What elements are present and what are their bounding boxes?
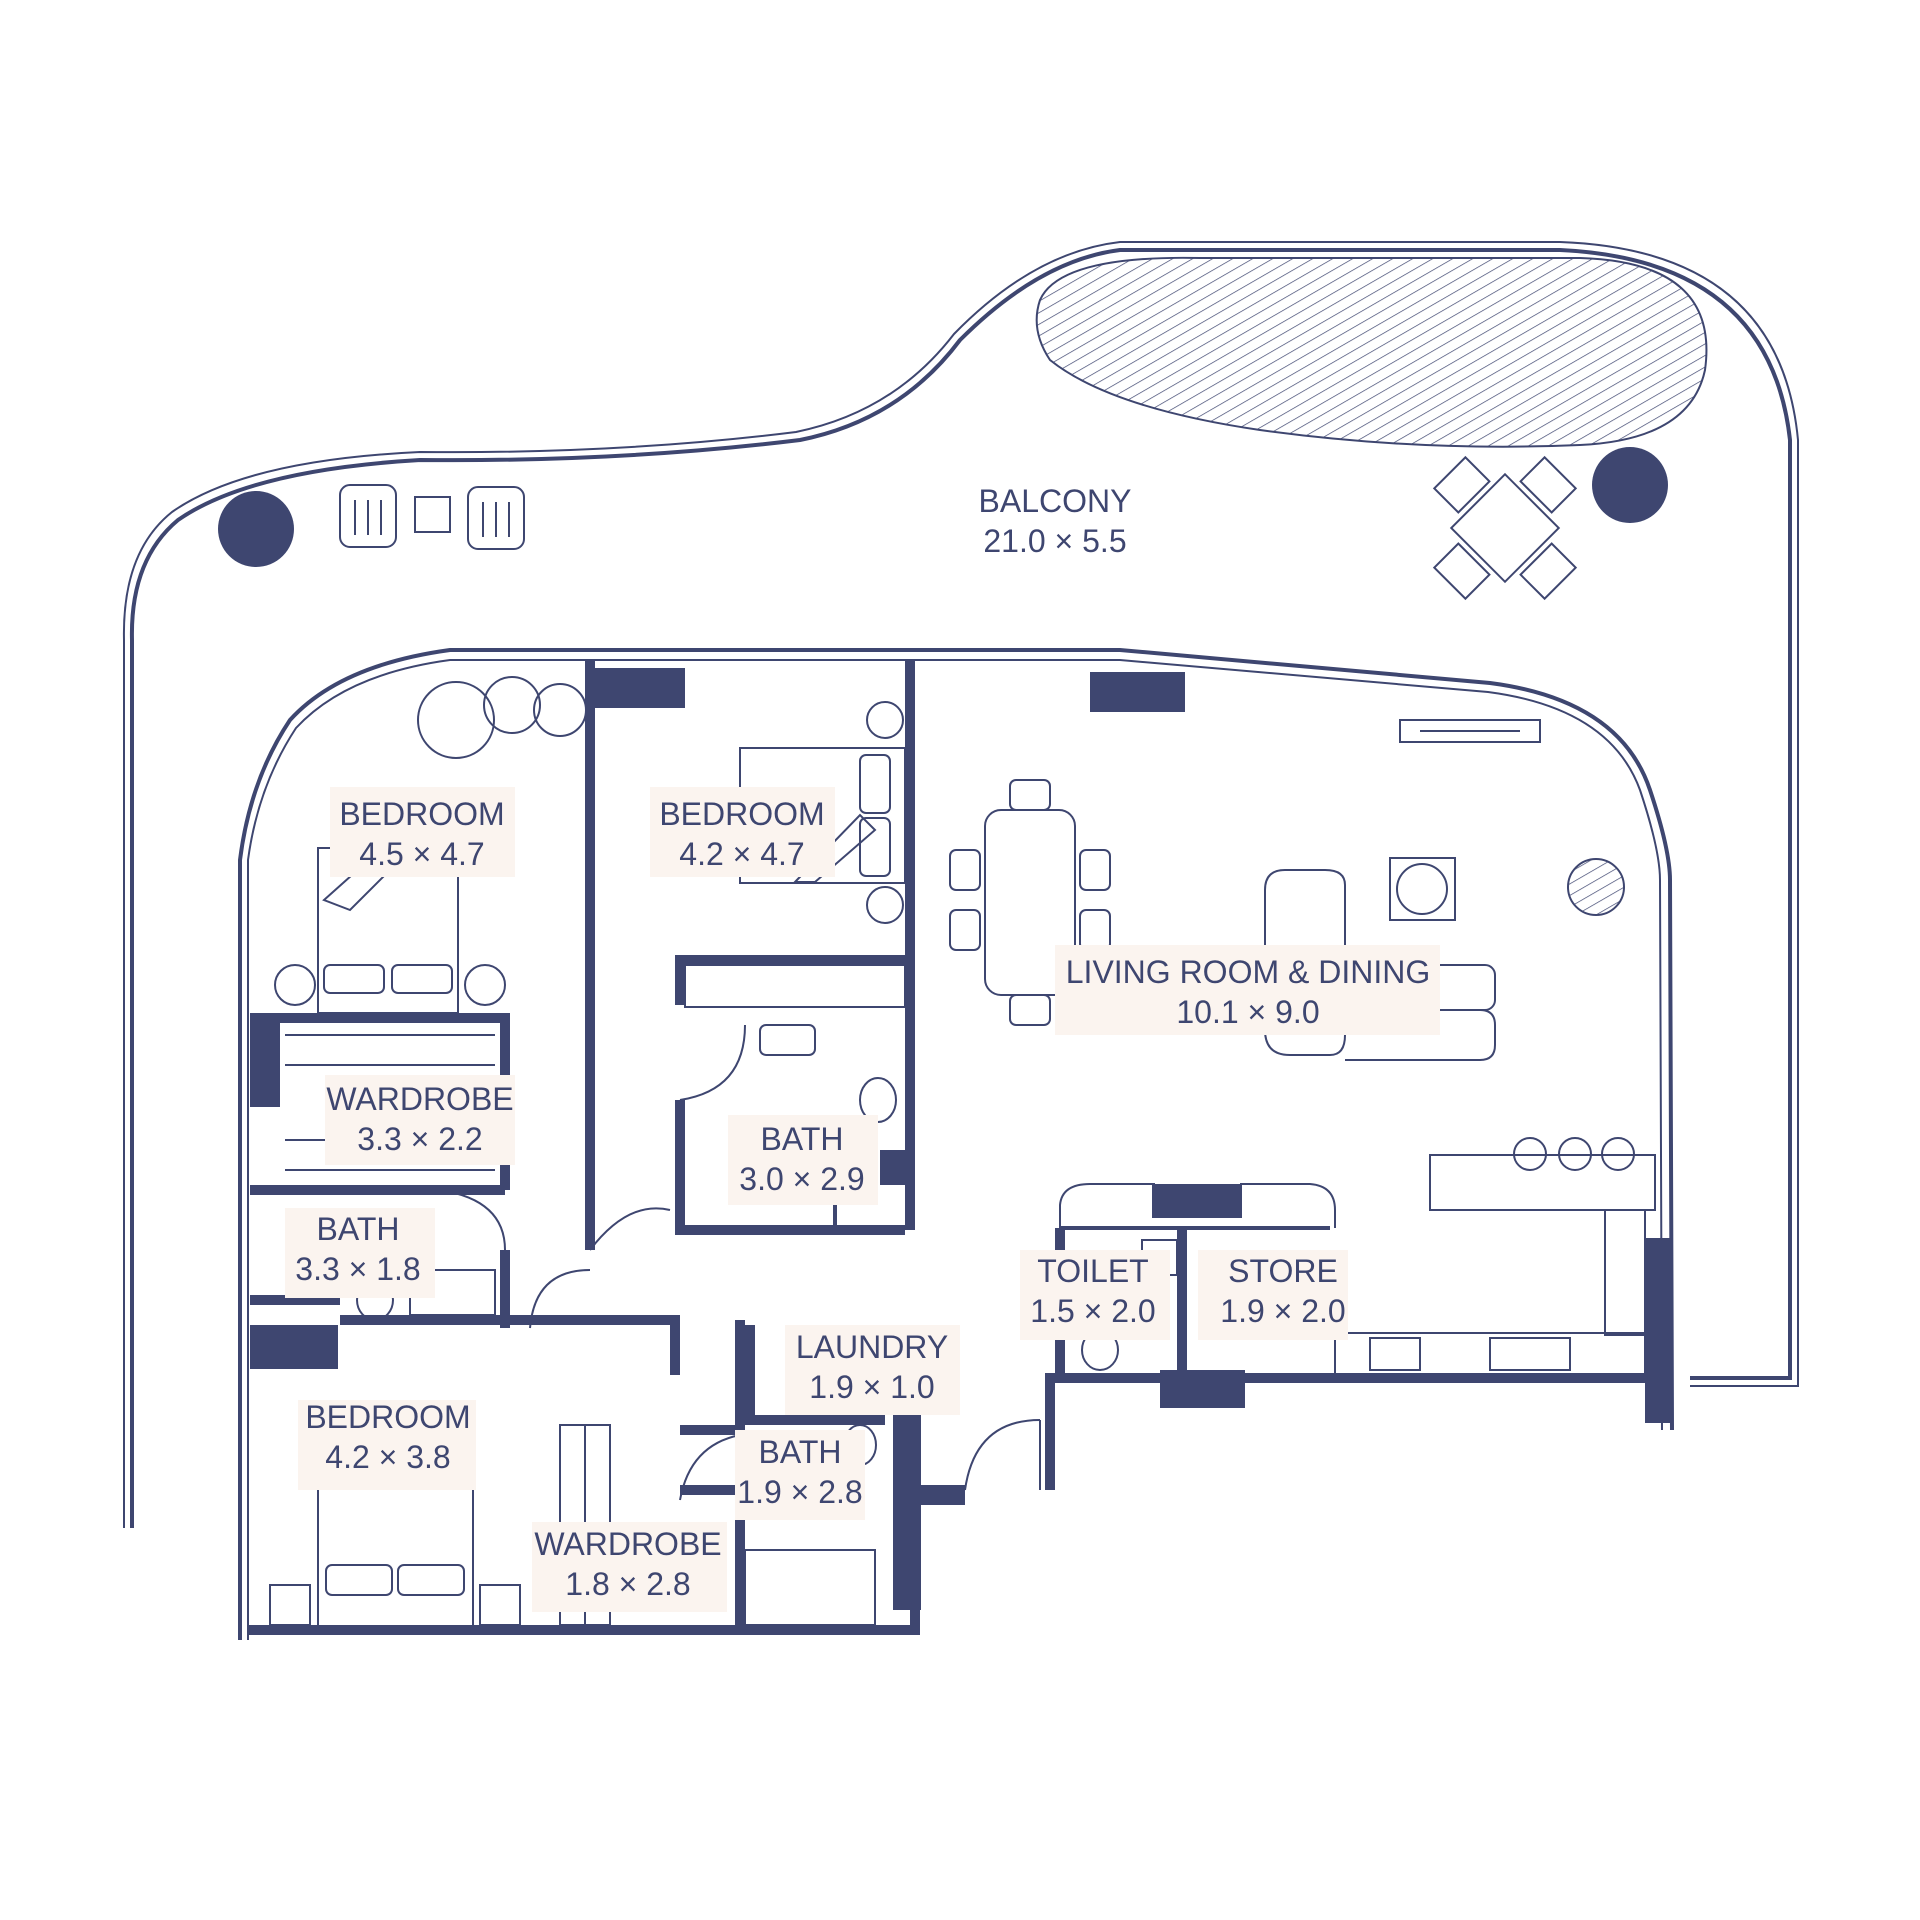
planter-icon [1035, 256, 1708, 448]
sun-lounger-icon [467, 486, 525, 550]
room-size: 10.1 × 9.0 [1176, 994, 1319, 1030]
room-label-balcony: BALCONY 21.0 × 5.5 [979, 483, 1132, 559]
nightstand-icon [269, 1584, 521, 1626]
room-size: 21.0 × 5.5 [983, 523, 1126, 559]
door-swing-icon [439, 1189, 506, 1251]
door-swing-icon [964, 1419, 1041, 1491]
room-size: 3.3 × 2.2 [357, 1121, 482, 1157]
room-size: 4.2 × 3.8 [325, 1439, 450, 1475]
room-label-toilet: TOILET 1.5 × 2.0 [1020, 1250, 1170, 1340]
column-block [590, 668, 685, 708]
dining-table-icon [1432, 455, 1578, 601]
plant-icon [1567, 858, 1625, 916]
fridge-icon [1604, 1209, 1646, 1336]
room-name: BATH [317, 1211, 400, 1247]
room-label-wardrobe-2: WARDROBE 1.8 × 2.8 [532, 1522, 727, 1612]
nightstand-icon [866, 701, 904, 924]
room-name: LIVING ROOM & DINING [1066, 954, 1430, 990]
cooktop-icon [1369, 1337, 1421, 1371]
room-size: 1.8 × 2.8 [565, 1566, 690, 1602]
kitchen-island [1429, 1154, 1656, 1211]
dining-table-icon [949, 779, 1111, 1026]
door-swing-icon [529, 1269, 591, 1329]
door-swing-icon [679, 1434, 741, 1501]
sink-icon [1489, 1337, 1571, 1371]
room-name: LAUNDRY [796, 1329, 948, 1365]
room-size: 3.0 × 2.9 [739, 1161, 864, 1197]
room-label-bath-3: BATH 1.9 × 2.8 [735, 1430, 865, 1520]
armchair-icon [417, 676, 587, 759]
round-planter-icon [1592, 447, 1668, 523]
room-size: 1.9 × 2.0 [1220, 1293, 1345, 1329]
room-label-living: LIVING ROOM & DINING 10.1 × 9.0 [1055, 945, 1440, 1035]
wardrobe-unit [684, 964, 906, 1008]
round-planter-icon [218, 491, 294, 567]
sun-lounger-icon [339, 484, 397, 548]
room-label-bedroom-1: BEDROOM 4.5 × 4.7 [330, 787, 515, 877]
balcony-outline [122, 241, 1799, 1528]
room-label-store: STORE 1.9 × 2.0 [1198, 1250, 1348, 1340]
room-name: BALCONY [979, 483, 1132, 519]
room-name: WARDROBE [534, 1526, 721, 1562]
room-label-bedroom-3: BEDROOM 4.2 × 3.8 [298, 1399, 476, 1490]
room-name: STORE [1228, 1253, 1338, 1289]
door-swing-icon [679, 1024, 746, 1101]
room-name: BEDROOM [305, 1399, 470, 1435]
room-size: 3.3 × 1.8 [295, 1251, 420, 1287]
room-name: WARDROBE [326, 1081, 513, 1117]
room-size: 1.9 × 2.8 [737, 1474, 862, 1510]
column-block [1090, 672, 1185, 712]
room-label-laundry: LAUNDRY 1.9 × 1.0 [785, 1325, 960, 1415]
room-size: 1.5 × 2.0 [1030, 1293, 1155, 1329]
room-label-bedroom-2: BEDROOM 4.2 × 4.7 [650, 787, 835, 877]
sink-icon [759, 1024, 816, 1056]
room-name: BATH [761, 1121, 844, 1157]
room-name: BEDROOM [339, 796, 504, 832]
room-size: 4.5 × 4.7 [359, 836, 484, 872]
shower-tray [744, 1549, 876, 1626]
nightstand-icon [274, 964, 506, 1006]
side-table-icon [414, 496, 451, 533]
door-swing-icon [589, 1207, 671, 1251]
room-label-bath-2: BATH 3.3 × 1.8 [285, 1208, 435, 1298]
armchair-icon [1389, 857, 1456, 921]
kitchen-counter [1334, 1332, 1646, 1376]
tv-console [1399, 719, 1541, 743]
room-name: TOILET [1037, 1253, 1148, 1289]
room-size: 1.9 × 1.0 [809, 1369, 934, 1405]
room-name: BEDROOM [659, 796, 824, 832]
room-size: 4.2 × 4.7 [679, 836, 804, 872]
room-name: BATH [759, 1434, 842, 1470]
room-label-wardrobe-1: WARDROBE 3.3 × 2.2 [325, 1075, 515, 1165]
bar-stool-icon [1513, 1137, 1635, 1171]
room-label-bath-1: BATH 3.0 × 2.9 [728, 1115, 878, 1205]
exterior-glazing [238, 648, 1674, 1640]
